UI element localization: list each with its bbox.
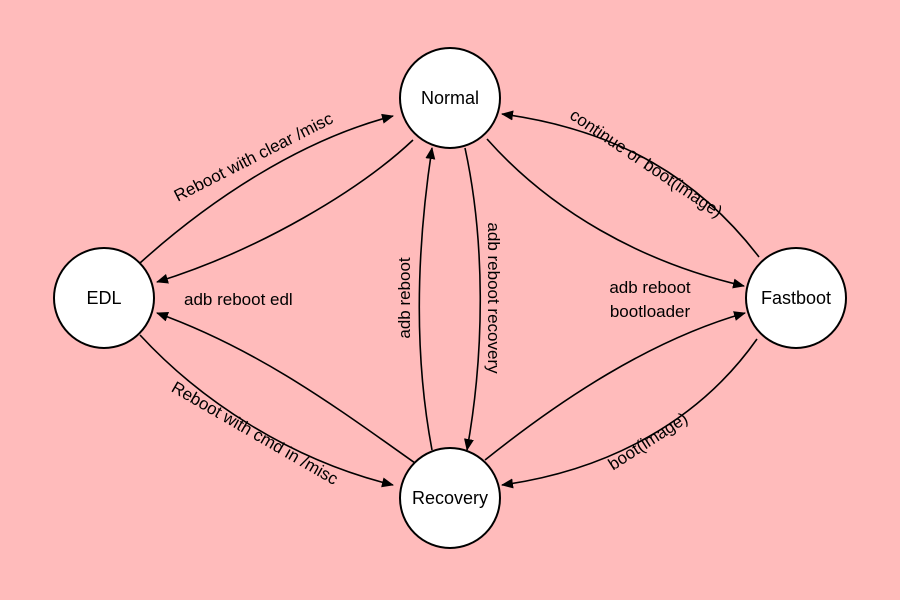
edge-fastboot-to-normal: [501, 110, 760, 258]
label-fastboot-to-recovery: boot(image): [605, 409, 691, 474]
edge-normal-to-recovery: [464, 147, 482, 451]
node-edl-label: EDL: [86, 288, 121, 308]
node-recovery: Recovery: [399, 447, 501, 549]
node-edl: EDL: [53, 247, 155, 349]
edge-recovery-to-fastboot: [484, 311, 746, 461]
edge-recovery-to-edl: [156, 312, 416, 464]
node-recovery-circle: [399, 447, 501, 549]
node-normal: Normal: [399, 47, 501, 149]
node-recovery-label: Recovery: [412, 488, 488, 508]
label-edl-to-normal: Reboot with clear /misc: [171, 109, 337, 206]
node-fastboot-label: Fastboot: [761, 288, 831, 308]
edge-normal-to-fastboot: [486, 138, 745, 289]
edge-recovery-to-normal: [418, 147, 436, 451]
label-fastboot-to-normal: continue or boot(image): [566, 105, 725, 221]
edge-edl-to-recovery: [139, 334, 394, 488]
node-edl-circle: [53, 247, 155, 349]
label-normal-to-fastboot-line2: bootloader: [610, 302, 691, 321]
node-fastboot: Fastboot: [745, 247, 847, 349]
node-normal-label: Normal: [421, 88, 479, 108]
node-normal-circle: [399, 47, 501, 149]
edge-fastboot-to-recovery: [501, 338, 758, 489]
label-normal-to-edl: adb reboot edl: [184, 290, 293, 309]
node-fastboot-circle: [745, 247, 847, 349]
label-normal-to-fastboot-line1: adb reboot: [609, 278, 691, 297]
label-recovery-to-normal: adb reboot: [395, 257, 414, 339]
edge-edl-to-normal: [139, 113, 394, 264]
edge-normal-to-edl: [156, 139, 414, 284]
label-normal-to-recovery: adb reboot recovery: [484, 222, 503, 374]
